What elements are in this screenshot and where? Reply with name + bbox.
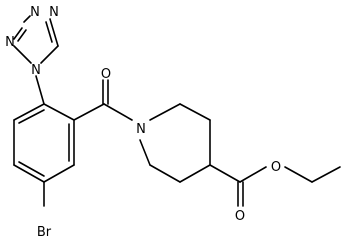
bond-pip-c5-c6 <box>149 164 181 183</box>
bond-ar4-ar5-double <box>18 161 45 177</box>
benzene-ring <box>13 103 75 183</box>
piperidine-ring <box>139 103 211 183</box>
bond-ar-carbonyl <box>73 103 105 121</box>
bond-n1-n2 <box>23 15 31 23</box>
atom-label-br: Br <box>37 225 52 240</box>
bond-ar3-ar4 <box>43 164 75 183</box>
bond-pip-c6-n <box>139 139 151 166</box>
bond-o-ch2 <box>284 166 313 183</box>
bond-ar4-ar5 <box>13 164 45 183</box>
bond-n2-n3 <box>13 27 23 40</box>
bond-n2-n3-double <box>17 29 27 42</box>
bond-n4-c5 <box>40 45 59 64</box>
ester-group <box>209 164 341 207</box>
bond-c5-n1 <box>49 18 59 47</box>
bond-c4-ester-c <box>209 164 241 183</box>
bond-c5-n1-double <box>45 21 53 43</box>
bond-carbonyl-n <box>103 103 133 121</box>
bond-pip-n-c2 <box>149 103 181 121</box>
atom-label-n-t2: N <box>5 35 15 50</box>
bond-ar6-ar1-double <box>18 109 45 124</box>
atom-label-o-ester-carbonyl: O <box>235 209 245 224</box>
atom-label-n-piperidine: N <box>136 122 146 137</box>
atom-label-o-carbonyl: O <box>101 67 111 82</box>
atom-label-o-ester-alkoxy: O <box>271 160 281 175</box>
bond-pip-c2-c3 <box>179 103 211 121</box>
bond-tetrazole-benzene <box>35 75 45 105</box>
bond-ar1-ar2 <box>43 103 75 121</box>
atom-label-n-t3: N <box>49 5 59 20</box>
bond-pip-c4-c5 <box>179 164 211 183</box>
tetrazole-ring <box>13 15 59 64</box>
atom-label-n-t4: N <box>31 63 41 78</box>
bond-ester-c-oalkyl <box>239 166 267 183</box>
atom-label-n-t1: N <box>30 5 40 20</box>
carbonyl-group <box>73 79 133 121</box>
bond-n3-n4 <box>13 45 32 64</box>
bond-ch2-ch3 <box>311 166 341 183</box>
bond-ar6-ar1 <box>13 103 45 121</box>
